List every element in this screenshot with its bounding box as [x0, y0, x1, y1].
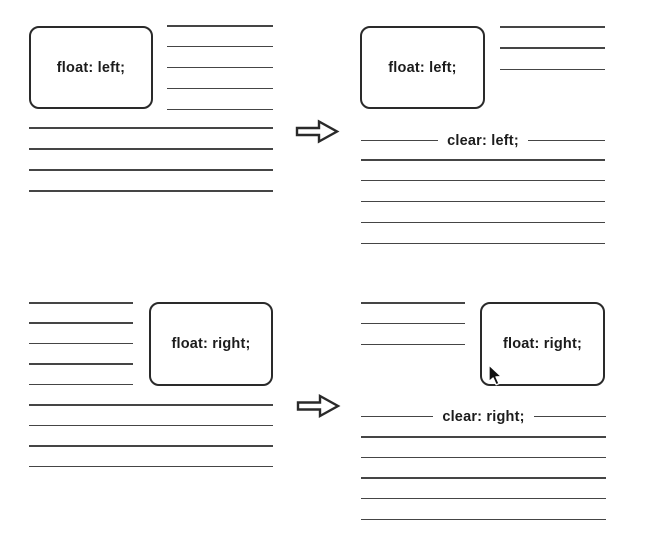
- text-line: [500, 68, 605, 70]
- text-line: [29, 445, 273, 447]
- text-line: [167, 108, 273, 110]
- float-left-box: float: left;: [360, 26, 485, 109]
- text-line: [361, 302, 465, 304]
- mouse-cursor-icon: [488, 364, 503, 386]
- text-line: [361, 200, 605, 203]
- float-left-box: float: left;: [29, 26, 153, 109]
- text-line: [29, 322, 133, 324]
- paragraph-lines: [361, 159, 605, 244]
- clear-left-row: clear: left;: [361, 132, 606, 149]
- text-lines-beside-box: [361, 302, 465, 345]
- float-right-box-label: float: right;: [171, 336, 251, 352]
- clear-right-row: clear: right;: [361, 408, 606, 425]
- paragraph-lines: [29, 404, 273, 467]
- text-line: [361, 477, 606, 479]
- text-line: [361, 139, 439, 142]
- text-line: [361, 242, 605, 244]
- paragraph-lines: [29, 127, 273, 192]
- text-line: [167, 66, 273, 69]
- float-right-box: float: right;: [480, 302, 605, 386]
- text-line: [500, 47, 605, 49]
- text-lines-beside-box: [29, 302, 133, 385]
- text-line: [167, 45, 273, 48]
- text-line: [361, 415, 434, 418]
- arrow-right-icon: [296, 393, 341, 419]
- text-line: [361, 497, 606, 500]
- text-line: [361, 221, 605, 224]
- text-line: [29, 465, 273, 467]
- text-line: [167, 25, 273, 27]
- text-line: [361, 159, 605, 161]
- text-line: [29, 363, 133, 365]
- paragraph-lines: [361, 436, 606, 520]
- text-line: [533, 415, 606, 418]
- float-left-box-label: float: left;: [388, 59, 457, 76]
- float-right-box: float: right;: [149, 302, 273, 386]
- text-line: [29, 127, 273, 129]
- text-line: [29, 169, 273, 171]
- float-left-box-label: float: left;: [56, 59, 126, 76]
- text-line: [29, 383, 133, 385]
- text-line: [361, 179, 605, 182]
- text-line: [527, 139, 606, 142]
- text-line: [29, 190, 273, 192]
- text-line: [500, 26, 605, 28]
- text-line: [361, 456, 606, 459]
- text-line: [29, 342, 133, 345]
- text-line: [361, 436, 606, 438]
- text-lines-beside-box: [167, 25, 273, 110]
- text-line: [167, 87, 273, 90]
- text-line: [29, 424, 273, 426]
- text-line: [29, 148, 273, 150]
- text-line: [361, 518, 606, 520]
- text-line: [361, 322, 465, 325]
- arrow-right-icon: [295, 119, 340, 144]
- text-line: [29, 404, 273, 406]
- float-right-box-label: float: right;: [502, 336, 583, 352]
- clear-right-label: clear: right;: [442, 408, 525, 425]
- clear-left-label: clear: left;: [447, 132, 519, 149]
- text-lines-beside-box: [500, 26, 605, 70]
- text-line: [29, 302, 133, 304]
- text-line: [361, 343, 465, 345]
